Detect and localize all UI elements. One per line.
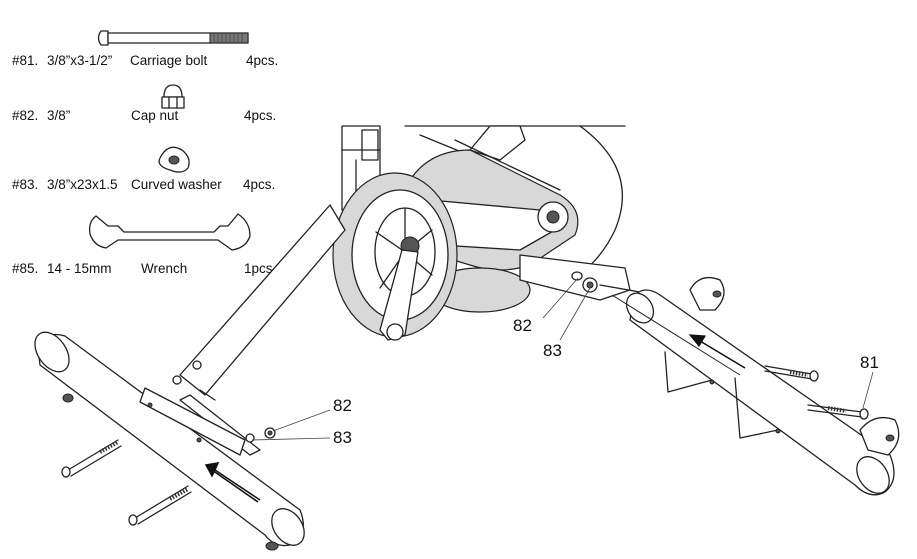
curved-washer-icon (158, 146, 190, 173)
callout-washer-rear: 83 (543, 341, 562, 360)
part-name: Cap nut (131, 108, 179, 123)
part-qty: 4pcs. (246, 53, 278, 68)
rear-carriage-bolt (807, 404, 869, 420)
part-qty: 1pcs. (244, 261, 276, 276)
callouts: 82 83 82 83 81 (251, 277, 879, 447)
rear-carriage-bolt (764, 365, 819, 382)
rear-stabilizer (611, 276, 900, 496)
front-stabilizer (34, 331, 305, 551)
parts-list: #81. 3/8”x3-1/2” Carriage bolt 4pcs. #82… (12, 30, 278, 276)
cap-nut-icon (161, 84, 185, 109)
carriage-bolt-icon (97, 30, 249, 46)
callout-washer-front: 83 (333, 428, 352, 447)
callout-cap-nut-rear: 82 (513, 316, 532, 335)
part-spec: 3/8” (47, 108, 70, 123)
bike-frame (179, 125, 641, 456)
callout-carriage-bolt-rear: 81 (860, 353, 879, 372)
part-name: Wrench (141, 261, 187, 276)
part-name: Carriage bolt (130, 53, 208, 68)
part-name: Curved washer (131, 177, 222, 192)
part-id: #85. (12, 261, 38, 276)
callout-cap-nut-front: 82 (333, 396, 352, 415)
part-qty: 4pcs. (244, 108, 276, 123)
part-id: #83. (12, 177, 38, 192)
part-spec: 14 - 15mm (47, 261, 112, 276)
part-spec: 3/8”x3-1/2” (47, 53, 112, 68)
part-spec: 3/8”x23x1.5 (47, 177, 118, 192)
front-carriage-bolt (61, 439, 122, 478)
wrench-icon (88, 213, 251, 251)
front-carriage-bolt (128, 485, 192, 526)
part-id: #82. (12, 108, 38, 123)
part-qty: 4pcs. (243, 177, 275, 192)
part-id: #81. (12, 53, 38, 68)
